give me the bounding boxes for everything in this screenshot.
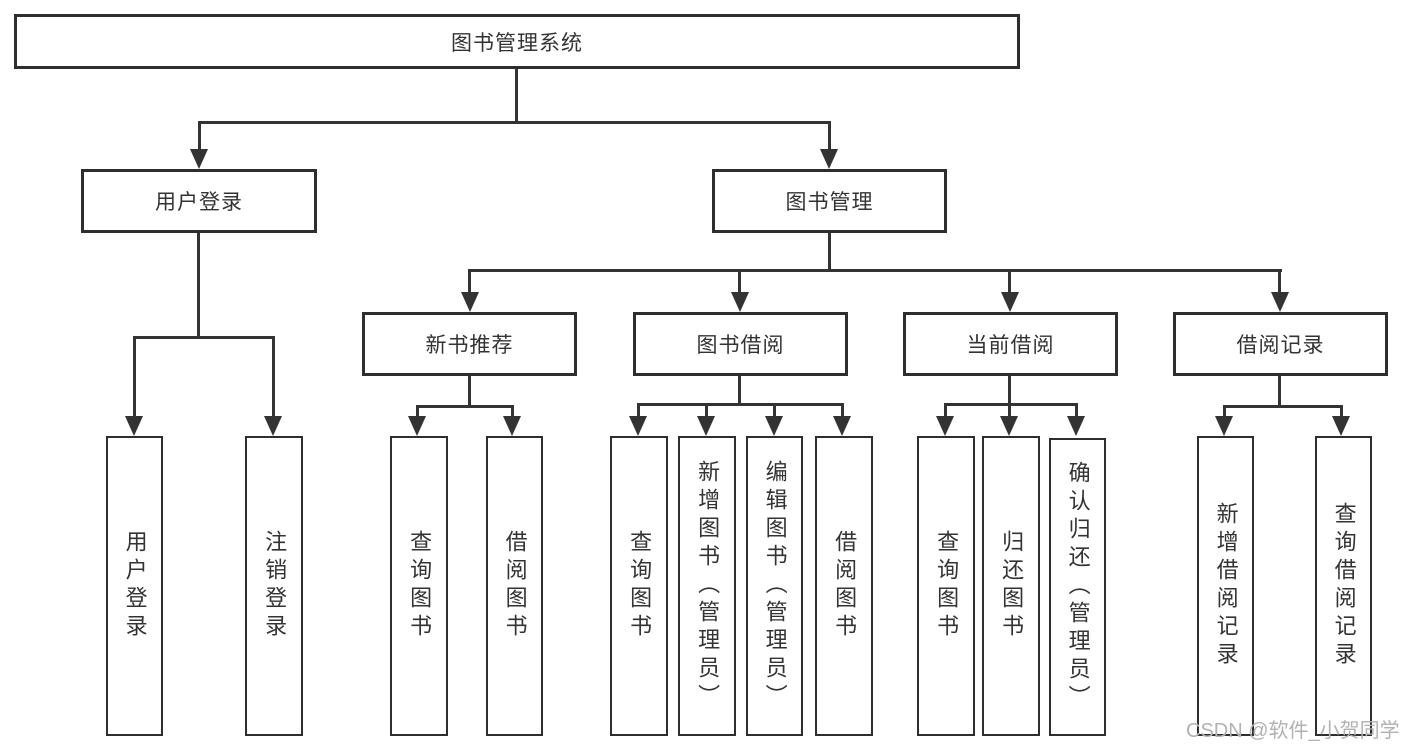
- arrow-down-icon: [408, 416, 426, 436]
- connector-hline: [198, 121, 831, 124]
- arrow-down-icon: [1332, 416, 1350, 436]
- connector-vline: [1340, 405, 1343, 416]
- leaf-br-add-record: 新增借阅记录: [1197, 436, 1254, 736]
- node-root: 图书管理系统: [14, 14, 1020, 69]
- node-book-management: 图书管理: [712, 169, 947, 233]
- leaf-label: 查询图书: [934, 530, 960, 642]
- leaf-cb-query-books: 查询图书: [917, 436, 975, 736]
- connector-vline: [1278, 269, 1281, 292]
- node-label: 当前借阅: [966, 334, 1055, 357]
- connector-vline: [511, 405, 514, 416]
- node-label: 图书借阅: [696, 334, 785, 357]
- node-current-borrow: 当前借阅: [903, 312, 1118, 376]
- arrow-down-icon: [264, 416, 282, 436]
- connector-vline: [416, 405, 419, 416]
- connector-vline: [1223, 405, 1226, 416]
- leaf-cb-confirm-return-admin: 确认归还（管理员）: [1049, 438, 1106, 736]
- leaf-label: 编辑图书（管理员）: [762, 460, 788, 712]
- node-label: 新书推荐: [425, 334, 514, 357]
- connector-vline: [198, 121, 201, 149]
- node-user-login: 用户登录: [81, 169, 317, 233]
- arrow-down-icon: [833, 416, 851, 436]
- leaf-label: 用户登录: [122, 530, 148, 642]
- node-label: 图书管理系统: [451, 31, 583, 55]
- node-label: 图书管理: [785, 191, 874, 214]
- leaf-bb-add-books-admin: 新增图书（管理员）: [678, 436, 736, 736]
- node-label: 用户登录: [155, 191, 243, 214]
- connector-vline: [738, 376, 741, 403]
- connector-vline: [1278, 376, 1281, 405]
- arrow-down-icon: [936, 416, 954, 436]
- connector-vline: [1075, 403, 1078, 416]
- arrow-down-icon: [125, 416, 143, 436]
- arrow-down-icon: [1067, 416, 1085, 436]
- node-borrow-records: 借阅记录: [1173, 312, 1388, 376]
- node-new-book-recommend: 新书推荐: [362, 312, 577, 376]
- node-label: 借阅记录: [1236, 334, 1325, 357]
- connector-vline: [637, 403, 640, 416]
- leaf-user-login: 用户登录: [106, 436, 163, 736]
- connector-vline: [828, 121, 831, 149]
- connector-hline: [637, 403, 844, 406]
- connector-vline: [705, 403, 708, 416]
- arrow-down-icon: [1001, 292, 1019, 312]
- arrow-down-icon: [190, 149, 208, 169]
- connector-hline: [416, 405, 514, 408]
- leaf-label: 新增图书（管理员）: [695, 460, 721, 712]
- connector-hline: [1223, 405, 1343, 408]
- leaf-bb-edit-books-admin: 编辑图书（管理员）: [746, 436, 803, 736]
- leaf-label: 查询图书: [627, 530, 653, 642]
- leaf-label: 查询图书: [407, 530, 433, 642]
- arrow-down-icon: [820, 149, 838, 169]
- leaf-bb-borrow-books: 借阅图书: [815, 436, 873, 736]
- connector-vline: [738, 269, 741, 292]
- connector-vline: [1008, 269, 1011, 292]
- arrow-down-icon: [731, 292, 749, 312]
- arrow-down-icon: [461, 292, 479, 312]
- arrow-down-icon: [503, 416, 521, 436]
- leaf-label: 借阅图书: [832, 530, 858, 642]
- arrow-down-icon: [765, 416, 783, 436]
- connector-vline: [468, 269, 471, 292]
- connector-vline: [944, 403, 947, 416]
- arrow-down-icon: [697, 416, 715, 436]
- leaf-label: 归还图书: [999, 530, 1025, 642]
- connector-vline: [773, 403, 776, 416]
- connector-vline: [841, 403, 844, 416]
- connector-vline: [515, 69, 518, 121]
- leaf-bb-query-books: 查询图书: [610, 436, 668, 736]
- leaf-cb-return-books: 归还图书: [982, 436, 1040, 736]
- connector-vline: [197, 233, 200, 336]
- connector-vline: [1008, 376, 1011, 403]
- leaf-label: 注销登录: [262, 530, 288, 642]
- watermark: CSDN @软件_小贺同学: [1186, 720, 1400, 742]
- arrow-down-icon: [1000, 416, 1018, 436]
- leaf-nbr-query-books: 查询图书: [390, 436, 448, 736]
- connector-vline: [828, 233, 831, 269]
- leaf-logout: 注销登录: [245, 436, 303, 736]
- connector-vline: [1008, 403, 1011, 416]
- arrow-down-icon: [1271, 292, 1289, 312]
- connector-hline: [469, 269, 1282, 272]
- leaf-label: 查询借阅记录: [1331, 502, 1357, 670]
- leaf-label: 新增借阅记录: [1213, 502, 1239, 670]
- leaf-nbr-borrow-books: 借阅图书: [486, 436, 543, 736]
- arrow-down-icon: [1215, 416, 1233, 436]
- connector-vline: [133, 336, 136, 416]
- connector-hline: [944, 403, 1078, 406]
- arrow-down-icon: [629, 416, 647, 436]
- connector-vline: [272, 336, 275, 416]
- node-book-borrow: 图书借阅: [633, 312, 848, 376]
- connector-vline: [468, 376, 471, 405]
- leaf-br-query-record: 查询借阅记录: [1315, 436, 1372, 736]
- connector-hline: [133, 336, 275, 339]
- leaf-label: 确认归还（管理员）: [1065, 461, 1091, 713]
- leaf-label: 借阅图书: [502, 530, 528, 642]
